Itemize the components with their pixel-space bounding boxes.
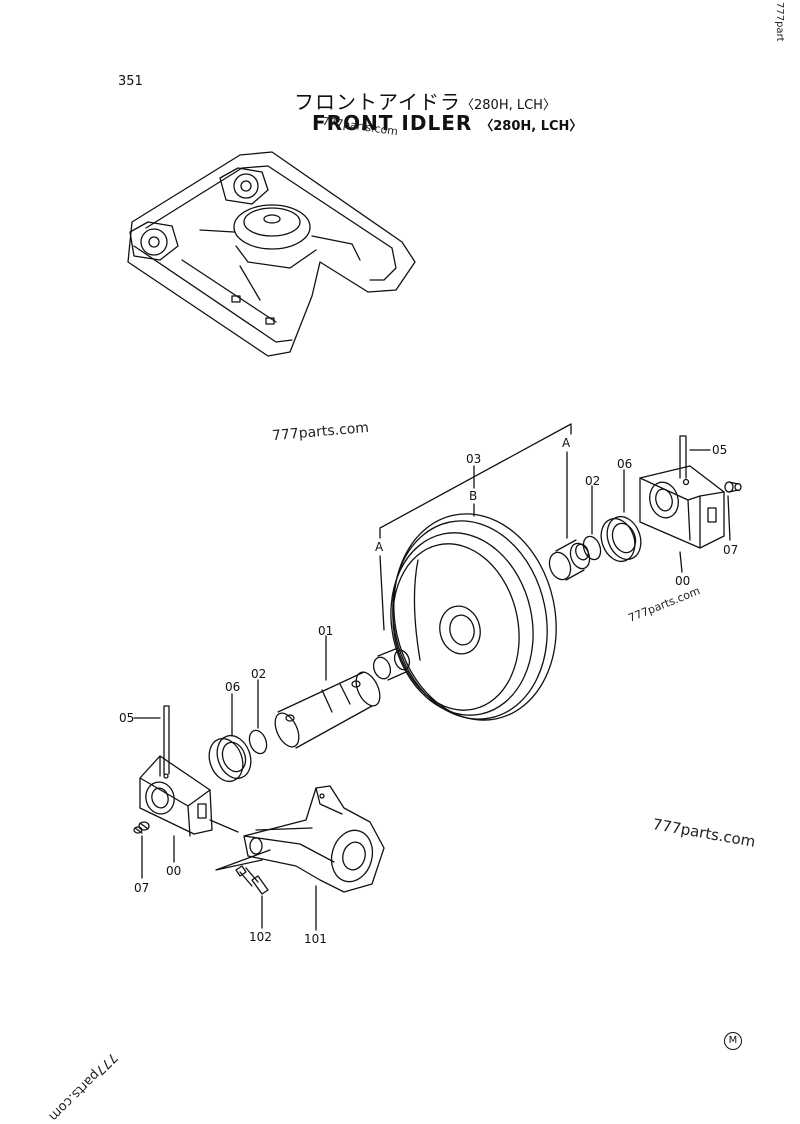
callout-02-left: 02 bbox=[251, 667, 267, 681]
title-japanese-model: 〈280H, LCH〉 bbox=[461, 98, 556, 113]
bushing-left bbox=[372, 647, 411, 681]
callout-00-right: 00 bbox=[675, 574, 691, 588]
page-title-english: FRONT IDLER 〈280H, LCH〉 bbox=[312, 111, 582, 135]
callout-07-right: 07 bbox=[723, 543, 739, 557]
callout-05-right: 05 bbox=[712, 443, 728, 457]
support-left bbox=[139, 705, 213, 837]
seal-left bbox=[208, 734, 252, 783]
callout-01: 01 bbox=[318, 624, 334, 638]
callout-06-right: 06 bbox=[617, 457, 633, 471]
bushing-right bbox=[548, 539, 591, 581]
callout-A-left: A bbox=[375, 540, 384, 554]
callout-05-left: 05 bbox=[119, 711, 135, 725]
callout-07-left: 07 bbox=[134, 881, 150, 895]
idler-shaft-01 bbox=[274, 671, 381, 749]
page-number: 351 bbox=[118, 74, 143, 89]
bolt-102 bbox=[235, 865, 269, 895]
bracket-101 bbox=[243, 785, 385, 893]
title-english-text: FRONT IDLER bbox=[312, 111, 473, 135]
plug-07-left bbox=[133, 821, 150, 834]
exploded-parts-drawing bbox=[127, 151, 742, 931]
callout-02-right: 02 bbox=[585, 474, 601, 488]
watermark-top-right: 777part bbox=[774, 2, 785, 42]
callout-102: 102 bbox=[249, 930, 272, 944]
circled-m-mark: M bbox=[724, 1032, 742, 1050]
undercarriage-overview bbox=[127, 151, 416, 357]
callout-A-right: A bbox=[562, 436, 571, 450]
callout-B: B bbox=[469, 489, 478, 503]
idler-wheel-03 bbox=[390, 513, 557, 721]
title-english-model: 〈280H, LCH〉 bbox=[480, 119, 583, 134]
plug-07-right bbox=[724, 481, 742, 493]
callout-00-left: 00 bbox=[166, 864, 182, 878]
callout-101: 101 bbox=[304, 932, 327, 946]
callout-06-left: 06 bbox=[225, 680, 241, 694]
support-right bbox=[639, 435, 725, 549]
title-japanese-text: フロントアイドラ bbox=[294, 90, 461, 114]
page-title-japanese: フロントアイドラ〈280H, LCH〉 bbox=[294, 86, 556, 115]
callout-03: 03 bbox=[466, 452, 482, 466]
seal-right bbox=[600, 515, 642, 563]
